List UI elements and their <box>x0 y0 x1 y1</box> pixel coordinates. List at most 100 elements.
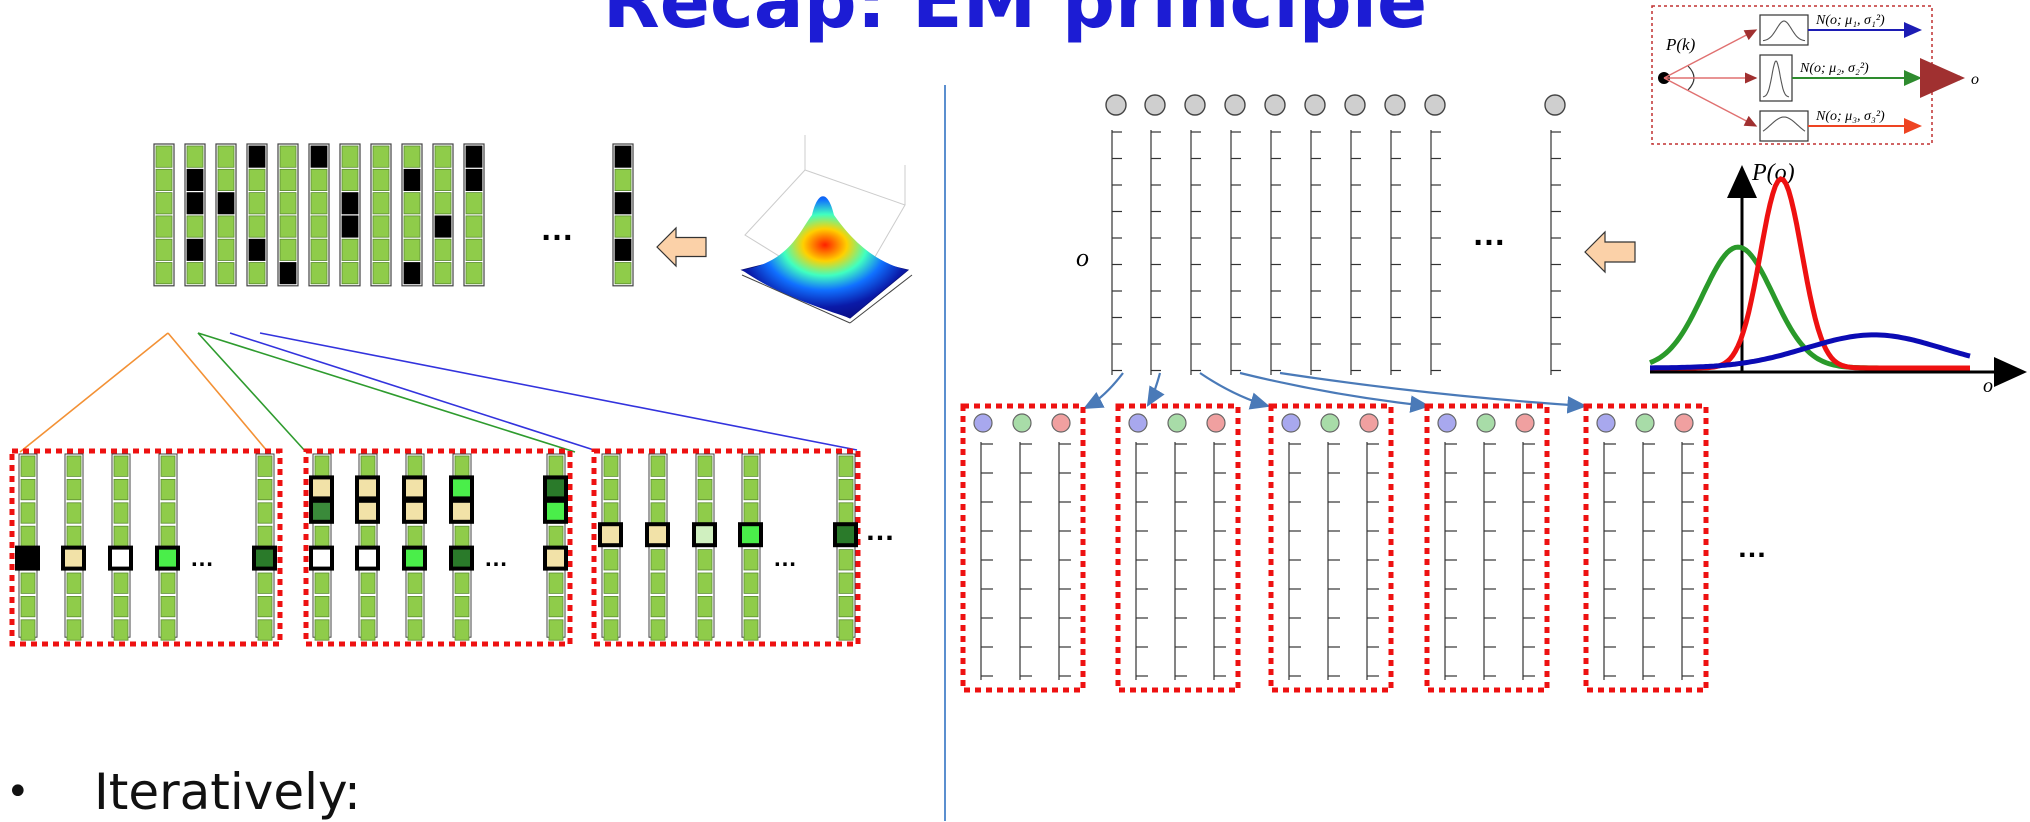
empty-box-icon <box>21 573 35 593</box>
empty-box-icon <box>342 169 358 190</box>
component-node <box>1438 414 1456 432</box>
sample-column <box>216 144 236 286</box>
empty-box-icon <box>455 620 469 640</box>
highlighted-box-icon <box>254 548 275 569</box>
empty-box-icon <box>258 620 272 640</box>
highlighted-box-icon <box>311 501 332 522</box>
empty-box-icon <box>435 193 451 214</box>
mixture-group <box>963 406 1083 690</box>
highlighted-box-icon <box>545 548 566 569</box>
observation-column <box>1425 95 1445 375</box>
highlighted-box-icon <box>451 548 472 569</box>
empty-box-icon <box>615 216 631 237</box>
component-node <box>1477 414 1495 432</box>
empty-box-icon <box>455 573 469 593</box>
group-ellipsis: … <box>773 545 797 572</box>
empty-box-icon <box>466 193 482 214</box>
ellipsis-groups-right: … <box>1737 531 1767 564</box>
mixture-group <box>1586 406 1706 690</box>
empty-box-icon <box>698 620 712 640</box>
highlighted-box-icon <box>694 524 715 545</box>
empty-box-icon <box>258 503 272 523</box>
empty-box-icon <box>466 263 482 284</box>
sample-group: … <box>594 451 858 644</box>
highlighted-box-icon <box>647 524 668 545</box>
sample-column <box>371 144 391 286</box>
empty-box-icon <box>311 169 327 190</box>
empty-box-icon <box>258 596 272 616</box>
empty-box-icon <box>187 263 203 284</box>
empty-box-icon <box>698 456 712 476</box>
group-ellipsis: … <box>484 545 508 572</box>
component-box <box>1760 15 1808 45</box>
empty-box-icon <box>744 503 758 523</box>
ellipsis-text: … <box>540 210 574 248</box>
component-node <box>1052 414 1070 432</box>
empty-box-icon <box>280 193 296 214</box>
empty-box-icon <box>651 550 665 570</box>
empty-box-icon <box>455 456 469 476</box>
empty-box-icon <box>651 596 665 616</box>
component-node <box>1636 414 1654 432</box>
empty-box-icon <box>373 146 389 167</box>
empty-box-icon <box>651 456 665 476</box>
empty-box-icon <box>280 169 296 190</box>
filled-box-icon <box>466 169 482 190</box>
connector-line <box>198 333 575 452</box>
highlighted-box-icon <box>357 477 378 498</box>
empty-box-icon <box>651 620 665 640</box>
empty-box-icon <box>161 526 175 546</box>
ellipsis-groups-left: … <box>865 514 895 547</box>
empty-box-icon <box>549 526 563 546</box>
ellipsis-top-left: … <box>540 210 574 248</box>
filled-box-icon <box>615 146 631 167</box>
empty-box-icon <box>114 456 128 476</box>
empty-box-icon <box>698 479 712 499</box>
observation-column <box>1265 95 1285 375</box>
highlighted-box-icon <box>451 477 472 498</box>
empty-box-icon <box>342 239 358 260</box>
filled-box-icon <box>249 239 265 260</box>
empty-box-icon <box>404 146 420 167</box>
highlighted-box-icon <box>404 501 425 522</box>
y-axis-label: P(o) <box>1751 160 1795 186</box>
highlighted-box-icon <box>311 548 332 569</box>
empty-box-icon <box>67 573 81 593</box>
sample-column-last <box>613 144 633 286</box>
group-ellipsis: … <box>190 545 214 572</box>
highlighted-box-icon <box>63 548 84 569</box>
empty-box-icon <box>651 503 665 523</box>
observation-node <box>1425 95 1445 115</box>
empty-box-icon <box>156 146 172 167</box>
empty-box-icon <box>549 456 563 476</box>
empty-box-icon <box>187 216 203 237</box>
empty-box-icon <box>604 550 618 570</box>
filled-box-icon <box>249 146 265 167</box>
empty-box-icon <box>455 596 469 616</box>
empty-box-icon <box>280 216 296 237</box>
connector-line <box>20 333 168 452</box>
empty-box-icon <box>361 456 375 476</box>
empty-box-icon <box>615 169 631 190</box>
highlighted-box-icon <box>404 477 425 498</box>
empty-box-icon <box>161 456 175 476</box>
group-frame <box>306 451 570 644</box>
component-node <box>1597 414 1615 432</box>
empty-box-icon <box>249 263 265 284</box>
empty-box-icon <box>156 193 172 214</box>
empty-box-icon <box>744 620 758 640</box>
surface-grid-walls <box>805 135 905 205</box>
observation-column <box>1345 95 1365 375</box>
component-node <box>1321 414 1339 432</box>
empty-box-icon <box>839 573 853 593</box>
empty-box-icon <box>249 216 265 237</box>
empty-box-icon <box>404 216 420 237</box>
empty-box-icon <box>435 169 451 190</box>
empty-box-icon <box>839 550 853 570</box>
observation-node <box>1545 95 1565 115</box>
empty-box-icon <box>114 573 128 593</box>
empty-box-icon <box>67 620 81 640</box>
empty-box-icon <box>839 456 853 476</box>
empty-box-icon <box>373 239 389 260</box>
highlighted-box-icon <box>404 548 425 569</box>
